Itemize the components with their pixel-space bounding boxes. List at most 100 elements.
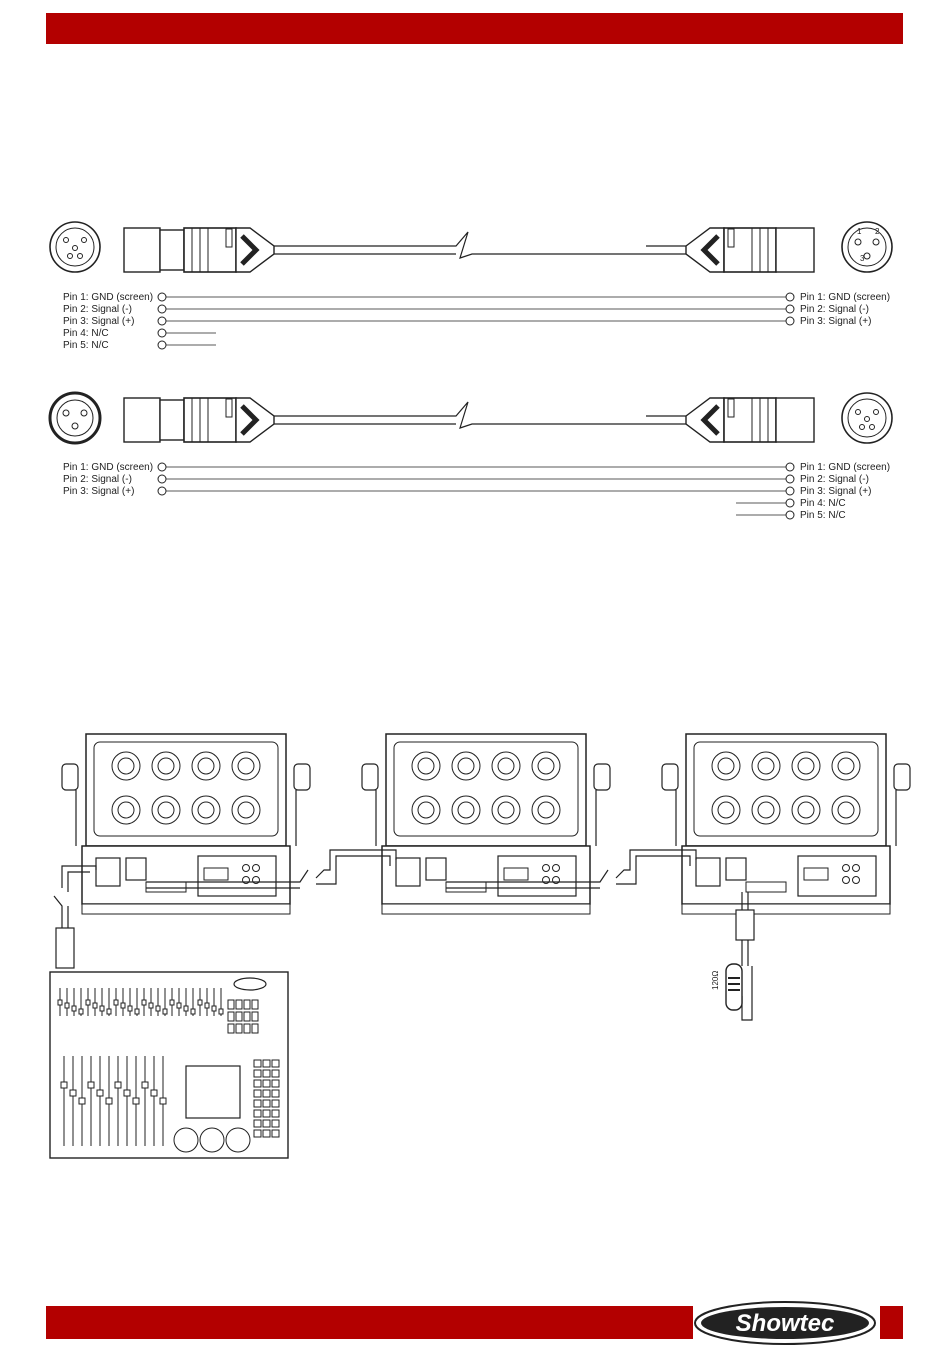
pin-label-left: Pin 5: N/C xyxy=(63,340,109,351)
console-button xyxy=(272,1090,279,1097)
cable-3pin-to-5pin xyxy=(50,393,892,443)
footer-bar xyxy=(46,1306,693,1339)
console-button xyxy=(254,1080,261,1087)
console-button xyxy=(244,1012,250,1021)
fader-knob xyxy=(184,1006,188,1011)
pin-label-left: Pin 4: N/C xyxy=(63,328,109,339)
fader-knob xyxy=(191,1009,195,1014)
console-button xyxy=(263,1120,270,1127)
pin-label-right: Pin 3: Signal (+) xyxy=(800,486,871,497)
svg-text:3: 3 xyxy=(860,254,865,263)
pin-label-left: Pin 3: Signal (+) xyxy=(63,316,134,327)
console-button xyxy=(236,1000,242,1009)
fader-knob xyxy=(93,1003,97,1008)
console-button xyxy=(244,1024,250,1033)
fader-knob xyxy=(106,1098,112,1104)
fader-knob xyxy=(79,1098,85,1104)
xlr-female-plug-icon xyxy=(124,398,314,442)
svg-text:2: 2 xyxy=(875,227,880,236)
terminator-label: 120Ω xyxy=(711,971,720,990)
console-button xyxy=(228,1000,234,1009)
pin-terminal xyxy=(786,463,794,471)
fader-knob xyxy=(177,1003,181,1008)
fader-knob xyxy=(156,1006,160,1011)
svg-text:1: 1 xyxy=(857,227,862,236)
console-button xyxy=(252,1024,258,1033)
pin-terminal xyxy=(158,475,166,483)
pin-label-right: Pin 2: Signal (-) xyxy=(800,304,869,315)
fader-knob xyxy=(142,1082,148,1088)
brand-name: Showtec xyxy=(736,1310,835,1337)
console-button xyxy=(272,1120,279,1127)
pin-terminal xyxy=(786,305,794,313)
xlr-male-plug-icon xyxy=(646,228,814,272)
pin-wiring-3to5: Pin 1: GND (screen)Pin 2: Signal (-)Pin … xyxy=(63,462,890,521)
pin-label-left: Pin 1: GND (screen) xyxy=(63,462,153,473)
pin-terminal xyxy=(158,329,166,337)
console-button xyxy=(254,1130,261,1137)
console-button xyxy=(263,1130,270,1137)
console-button xyxy=(263,1110,270,1117)
console-button xyxy=(263,1090,270,1097)
pin-terminal xyxy=(786,487,794,495)
xlr5-female-face-icon xyxy=(50,222,100,272)
console-button xyxy=(263,1060,270,1067)
fader-knob xyxy=(205,1003,209,1008)
xlr-female-plug-icon xyxy=(124,228,314,272)
console-button xyxy=(254,1100,261,1107)
footer-bar-end xyxy=(880,1306,903,1339)
pin-terminal xyxy=(786,511,794,519)
xlr3-male-face-icon: 1 2 3 xyxy=(842,222,892,272)
console-button xyxy=(252,1012,258,1021)
fixture-3 xyxy=(662,734,910,914)
fader-knob xyxy=(115,1082,121,1088)
pin-label-right: Pin 4: N/C xyxy=(800,498,846,509)
console-button xyxy=(236,1012,242,1021)
console-button xyxy=(254,1060,261,1067)
fader-knob xyxy=(70,1090,76,1096)
pin-label-left: Pin 2: Signal (-) xyxy=(63,304,132,315)
pin-label-right: Pin 1: GND (screen) xyxy=(800,292,890,303)
fader-knob xyxy=(170,1000,174,1005)
fader-knob xyxy=(128,1006,132,1011)
pin-terminal xyxy=(786,293,794,301)
console-button xyxy=(263,1080,270,1087)
console-button xyxy=(263,1070,270,1077)
fader-knob xyxy=(212,1006,216,1011)
console-button xyxy=(236,1024,242,1033)
fixture-1 xyxy=(62,734,310,914)
pin-terminal xyxy=(158,317,166,325)
pin-terminal xyxy=(786,317,794,325)
pin-label-left: Pin 2: Signal (-) xyxy=(63,474,132,485)
xlr5-male-face-icon xyxy=(842,393,892,443)
console-button xyxy=(272,1130,279,1137)
fader-knob xyxy=(198,1000,202,1005)
console-button xyxy=(254,1070,261,1077)
pin-terminal xyxy=(158,341,166,349)
pin-terminal xyxy=(158,487,166,495)
fader-knob xyxy=(133,1098,139,1104)
fader-knob xyxy=(135,1009,139,1014)
console-button xyxy=(272,1110,279,1117)
showtec-logo: Showtec xyxy=(693,1300,878,1346)
fader-knob xyxy=(107,1009,111,1014)
console-button xyxy=(228,1012,234,1021)
fader-knob xyxy=(114,1000,118,1005)
console-button xyxy=(254,1110,261,1117)
console-button xyxy=(272,1060,279,1067)
pin-label-right: Pin 5: N/C xyxy=(800,510,846,521)
pin-terminal xyxy=(158,293,166,301)
fader-knob xyxy=(149,1003,153,1008)
console-button xyxy=(228,1024,234,1033)
fader-knob xyxy=(151,1090,157,1096)
xlr-male-plug-icon xyxy=(646,398,814,442)
fader-knob xyxy=(79,1009,83,1014)
console-button xyxy=(272,1080,279,1087)
pin-label-left: Pin 3: Signal (+) xyxy=(63,486,134,497)
cable-5pin-to-3pin: 1 2 3 xyxy=(50,222,892,272)
fader-knob xyxy=(124,1090,130,1096)
fader-knob xyxy=(160,1098,166,1104)
console-button xyxy=(272,1070,279,1077)
fader-knob xyxy=(142,1000,146,1005)
